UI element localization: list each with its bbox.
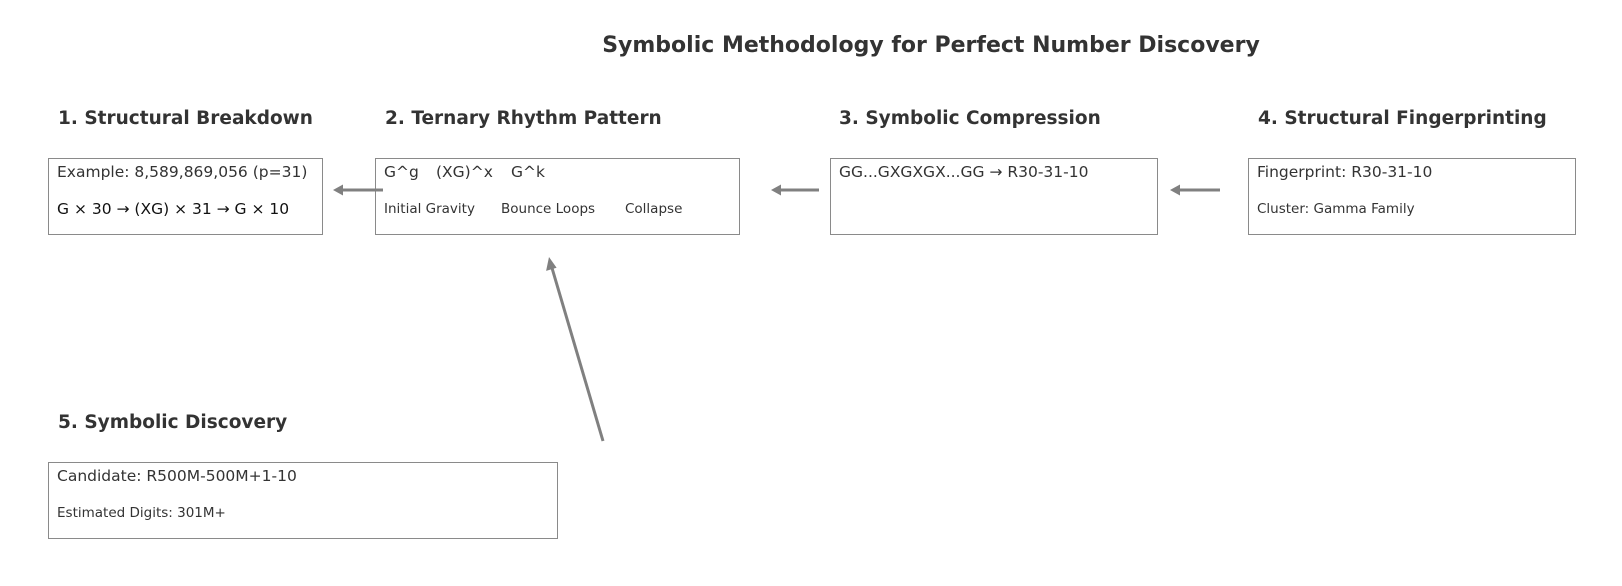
step-4-box: Fingerprint: R30-31-10 Cluster: Gamma Fa… xyxy=(1248,158,1576,235)
step-5-candidate: Candidate: R500M-500M+1-10 xyxy=(57,467,297,485)
step-2-collapse-label: Collapse xyxy=(625,201,683,217)
step-3-compression: GG...GXGXGX...GG → R30-31-10 xyxy=(839,163,1089,181)
step-2-heading: 2. Ternary Rhythm Pattern xyxy=(385,108,662,129)
step-2-bounce-label: Bounce Loops xyxy=(501,201,596,217)
step-1-formula: G × 30 → (XG) × 31 → G × 10 xyxy=(57,200,290,218)
step-4-heading: 4. Structural Fingerprinting xyxy=(1258,108,1547,129)
arrow-3-to-2 xyxy=(771,184,819,196)
step-5-box: Candidate: R500M-500M+1-10 Estimated Dig… xyxy=(48,462,558,539)
step-4-cluster: Cluster: Gamma Family xyxy=(1257,201,1415,217)
step-2-gravity-symbol: G^g xyxy=(384,163,419,181)
step-2-bounce-symbol: (XG)^x xyxy=(436,163,493,181)
step-3-box: GG...GXGXGX...GG → R30-31-10 xyxy=(830,158,1158,235)
arrow-5-to-2 xyxy=(546,257,605,442)
diagram-title: Symbolic Methodology for Perfect Number … xyxy=(602,33,1260,58)
step-3-heading: 3. Symbolic Compression xyxy=(839,108,1101,129)
step-1-heading: 1. Structural Breakdown xyxy=(58,108,313,129)
arrow-4-to-3 xyxy=(1170,184,1220,196)
step-1-box: Example: 8,589,869,056 (p=31) G × 30 → (… xyxy=(48,158,323,235)
step-5-heading: 5. Symbolic Discovery xyxy=(58,412,288,433)
step-2-gravity-label: Initial Gravity xyxy=(384,201,475,217)
step-2-pattern-row: G^g (XG)^x G^k xyxy=(384,163,734,183)
step-2-label-row: Initial Gravity Bounce Loops Collapse xyxy=(384,201,734,219)
step-2-box: G^g (XG)^x G^k Initial Gravity Bounce Lo… xyxy=(375,158,740,235)
step-5-digits: Estimated Digits: 301M+ xyxy=(57,505,226,521)
step-2-collapse-symbol: G^k xyxy=(511,163,545,181)
step-4-fingerprint: Fingerprint: R30-31-10 xyxy=(1257,163,1433,181)
step-1-example: Example: 8,589,869,056 (p=31) xyxy=(57,163,308,181)
